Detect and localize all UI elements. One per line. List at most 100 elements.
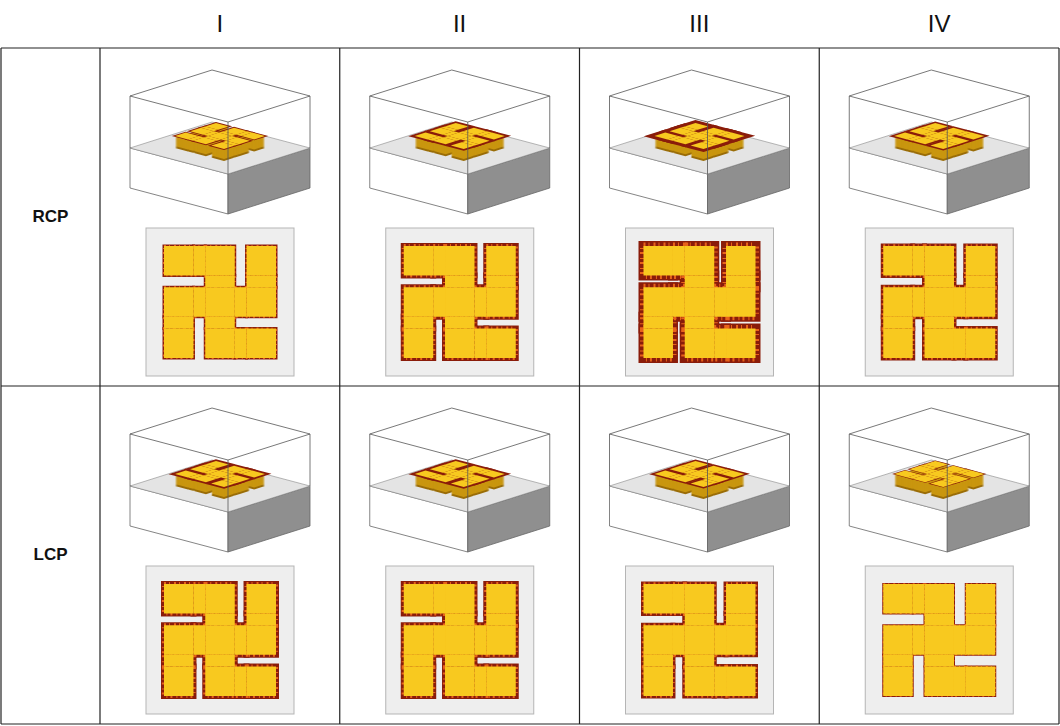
field-hotspot xyxy=(433,246,445,275)
gold-face xyxy=(486,613,515,625)
gold-face xyxy=(966,275,995,287)
field-hotspot xyxy=(193,246,205,275)
gold-face xyxy=(883,287,912,316)
field-hotspot xyxy=(445,317,474,329)
gold-face xyxy=(211,142,235,149)
field-hotspot xyxy=(205,317,234,329)
field-hotspot xyxy=(486,275,515,287)
field-hotspot xyxy=(966,275,995,287)
box-edge xyxy=(369,434,370,486)
gold-face xyxy=(451,142,475,149)
field-hotspot xyxy=(433,287,445,316)
top-view-gammadion xyxy=(404,584,516,696)
field-hotspot xyxy=(726,329,755,358)
field-hotspot xyxy=(486,329,515,358)
box-edge xyxy=(310,96,311,148)
gold-top xyxy=(655,123,745,149)
gold-face xyxy=(486,625,515,654)
field-hotspot xyxy=(445,246,474,275)
field-hotspot xyxy=(685,287,714,316)
field-hotspot xyxy=(404,329,433,358)
gold-extrusion xyxy=(655,471,745,497)
top-view-plane xyxy=(386,566,534,714)
field-hotspot xyxy=(685,275,714,287)
box-edge xyxy=(212,408,310,434)
gold-face xyxy=(685,123,709,130)
gold-face xyxy=(164,329,193,358)
field-hotspot xyxy=(205,625,234,654)
field-hotspot xyxy=(673,246,685,275)
gold-extrusion xyxy=(894,130,984,156)
gold-extrusion xyxy=(655,130,745,156)
gold-extrusion xyxy=(415,471,505,497)
gold-face xyxy=(247,625,276,654)
gold-extrusion xyxy=(175,468,265,494)
gold-extrusion xyxy=(175,124,265,150)
field-hotspot xyxy=(247,613,276,625)
gold-face xyxy=(644,329,673,358)
gold-face xyxy=(726,287,755,316)
gold-extrusion xyxy=(415,467,505,493)
gold-extrusion xyxy=(415,469,505,495)
gold-extrusion xyxy=(415,133,505,159)
gold-face xyxy=(193,287,205,316)
field-hotspot xyxy=(247,625,276,654)
top-view-gammadion xyxy=(164,584,276,696)
field-hotspot xyxy=(474,667,486,696)
gold-face xyxy=(211,480,235,487)
gold-face xyxy=(685,275,714,287)
gold-face xyxy=(404,584,433,613)
field-hotspot xyxy=(247,667,276,696)
gold-face xyxy=(205,123,229,130)
field-hotspot xyxy=(205,655,234,667)
gold-face xyxy=(726,246,755,275)
field-hotspot xyxy=(925,287,954,316)
gold-face xyxy=(673,246,685,275)
gold-face xyxy=(481,471,505,478)
gold-face xyxy=(241,133,265,140)
field-hotspot xyxy=(205,287,234,316)
field-hotspot xyxy=(164,287,193,316)
gold-extrusion xyxy=(175,470,265,496)
field-hotspot xyxy=(445,655,474,667)
gold-face xyxy=(486,329,515,358)
field-hotspot xyxy=(644,246,673,275)
gold-face xyxy=(247,584,276,613)
field-hotspot xyxy=(913,287,925,316)
field-hotspot xyxy=(193,625,205,654)
gold-extrusion xyxy=(894,128,984,154)
gold-face xyxy=(193,625,205,654)
field-hotspot xyxy=(726,329,755,358)
field-hotspot xyxy=(486,613,515,625)
gold-face xyxy=(404,287,433,316)
field-hotspot xyxy=(193,584,205,613)
field-hotspot xyxy=(404,625,433,654)
field-hotspot xyxy=(925,317,954,329)
gold-top xyxy=(175,461,265,487)
field-hotspot xyxy=(205,625,234,654)
top-view-plane xyxy=(146,228,294,376)
gold-face xyxy=(726,275,755,287)
gold-extrusion xyxy=(894,131,984,157)
box-edge xyxy=(212,70,310,96)
field-hotspot xyxy=(445,275,474,287)
field-hotspot xyxy=(486,287,515,316)
gold-face xyxy=(451,480,475,487)
top-view-gammadion xyxy=(164,246,276,358)
field-hotspot xyxy=(445,584,474,613)
gold-face xyxy=(235,625,247,654)
gold-face xyxy=(205,655,234,667)
field-hotspot xyxy=(247,246,276,275)
field-hotspot xyxy=(486,613,515,625)
box-edge xyxy=(849,96,947,122)
gold-face xyxy=(966,246,995,275)
gold-face xyxy=(673,287,685,316)
gold-face xyxy=(235,667,247,696)
field-hotspot xyxy=(164,317,193,329)
gold-face xyxy=(486,275,515,287)
gold-face xyxy=(164,625,193,654)
field-hotspot xyxy=(205,317,234,329)
gold-extrusion xyxy=(175,131,265,157)
table-rule xyxy=(1,385,1059,386)
table-grid xyxy=(1,48,1059,724)
